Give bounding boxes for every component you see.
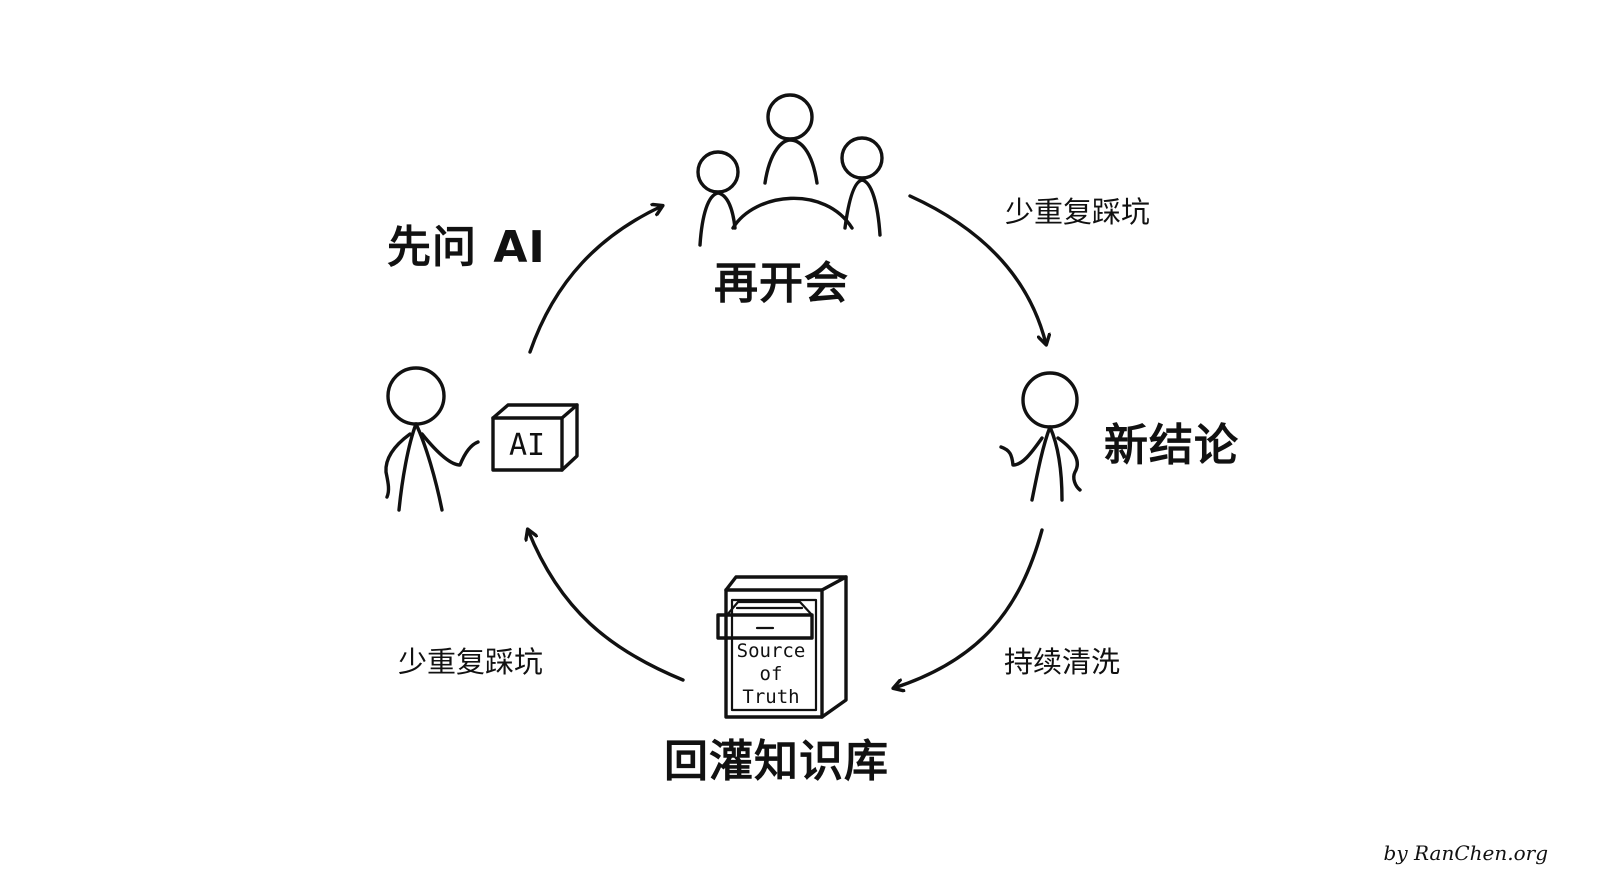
node-label-knowledge-base: 回灌知识库 <box>664 736 889 787</box>
cabinet-label-line-3: Truth <box>742 686 799 708</box>
meeting-group-icon <box>698 95 882 245</box>
arrow-bottom-to-left <box>528 530 683 680</box>
ai-box-icon: AI <box>493 405 577 470</box>
arrow-right-to-bottom <box>894 530 1042 688</box>
person-left-icon <box>386 368 478 510</box>
ai-box-label: AI <box>509 428 545 463</box>
node-label-ask-ai: 先问 AI <box>387 222 546 273</box>
arrow-left-to-top <box>530 206 662 352</box>
edge-label-top-right: 少重复踩坑 <box>1005 195 1151 229</box>
arrow-top-to-right <box>910 196 1046 344</box>
file-cabinet-icon: Source of Truth <box>718 577 846 717</box>
node-label-new-conclusion: 新结论 <box>1104 420 1239 471</box>
person-right-icon <box>1001 373 1080 500</box>
cabinet-label-line-2: of <box>760 663 783 685</box>
edge-label-bottom-left: 少重复踩坑 <box>398 645 544 679</box>
edge-label-right-bottom: 持续清洗 <box>1004 645 1121 679</box>
credit-text: by RanChen.org <box>1383 841 1548 865</box>
cabinet-label-line-1: Source <box>737 640 806 662</box>
node-label-meeting: 再开会 <box>714 258 849 309</box>
